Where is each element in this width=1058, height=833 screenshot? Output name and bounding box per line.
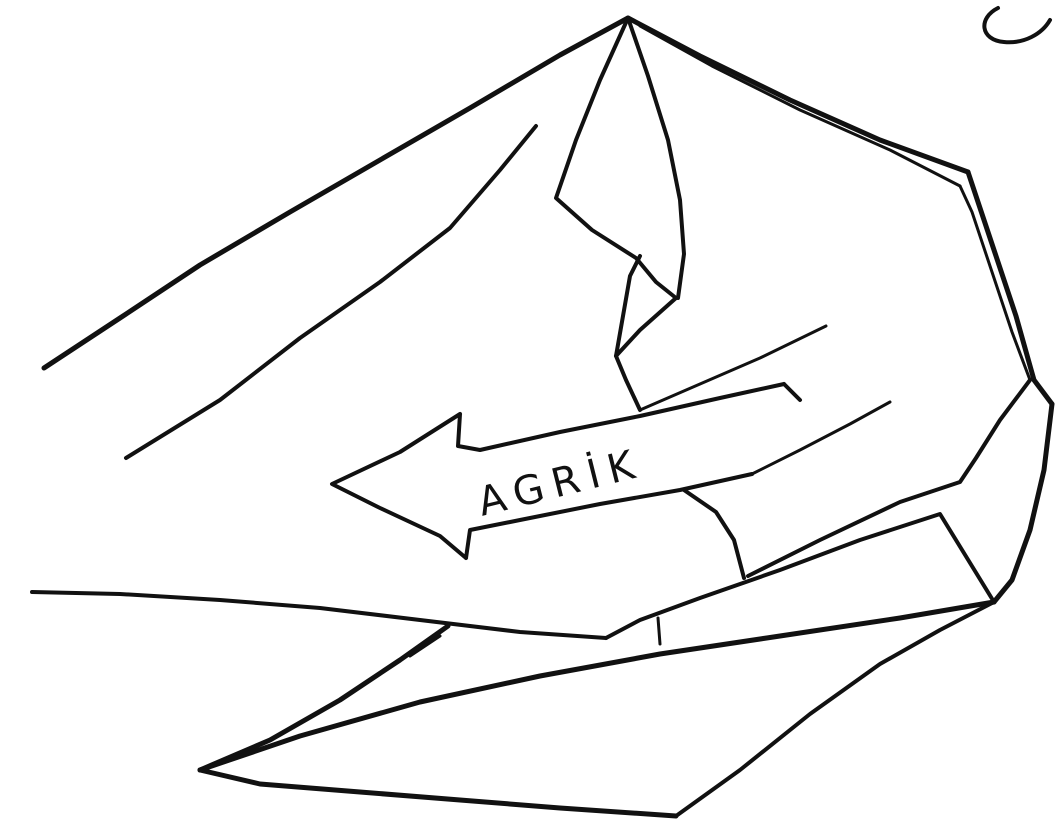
crease-tick-stroke — [658, 618, 660, 644]
